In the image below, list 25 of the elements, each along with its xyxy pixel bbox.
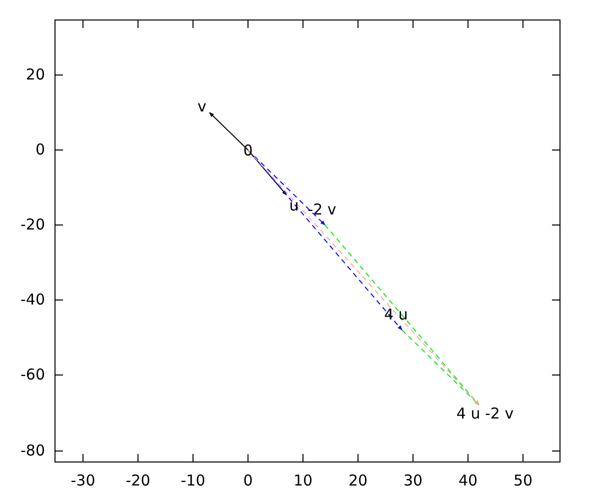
tick-label: 40 xyxy=(458,474,478,488)
tick-label: 0 xyxy=(243,474,253,488)
arrow xyxy=(402,330,480,406)
tick-label: -30 xyxy=(70,474,96,488)
arrow xyxy=(324,224,480,406)
tick-label: -80 xyxy=(20,444,45,458)
tick-label: 0 xyxy=(35,142,45,158)
tick-label: -10 xyxy=(180,474,206,488)
point-label: v xyxy=(198,100,206,114)
point-label: -2 v xyxy=(308,202,336,218)
tick-label: -20 xyxy=(126,474,150,488)
point-label: 4 u xyxy=(384,308,408,322)
arrow xyxy=(209,112,248,150)
arrow xyxy=(248,150,326,226)
tick-label: -20 xyxy=(20,218,45,232)
tick-label: 50 xyxy=(513,474,533,488)
tick-label: 20 xyxy=(26,68,45,82)
tick-label: 20 xyxy=(348,474,368,488)
arrow xyxy=(248,150,480,406)
point-label: u xyxy=(289,198,299,214)
point-label: 4 u -2 v xyxy=(456,406,514,422)
tick-label: -60 xyxy=(20,368,45,382)
tick-label: -40 xyxy=(20,292,45,308)
tick-label: 30 xyxy=(403,474,423,488)
tick-label: 10 xyxy=(293,474,313,488)
